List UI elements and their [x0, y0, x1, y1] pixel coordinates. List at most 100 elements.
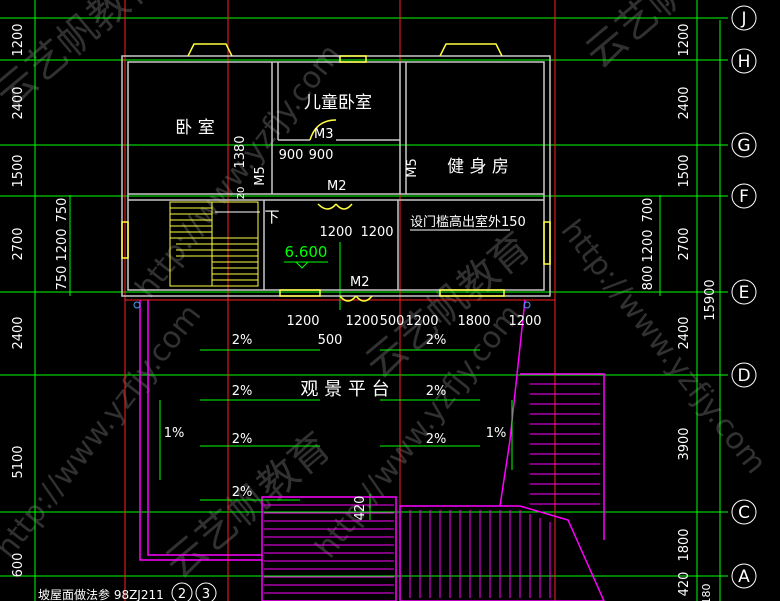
dim-900b: 900 — [309, 148, 334, 163]
terrace-edge-left — [147, 300, 262, 556]
axis-label-J: J — [740, 9, 746, 29]
dim-bottom-6: 1200 — [508, 314, 541, 329]
left-dim-5100: 5100 — [11, 445, 26, 478]
right-dim-700: 700 — [641, 198, 656, 223]
right-dim-1500: 1500 — [677, 154, 692, 187]
room-bedroom: 卧 室 — [175, 118, 214, 138]
right-dim-3900: 3900 — [677, 427, 692, 460]
right-dimensions: 1200 2400 1500 2700 2400 3900 1800 420 1… — [641, 23, 718, 601]
footer-note: 坡屋面做法参 98ZJ211 — [38, 587, 164, 601]
door-m5-right: M5 — [405, 158, 420, 178]
col-axis-labels: 2 3 — [178, 587, 210, 601]
stairs-down-label: 下 — [264, 208, 279, 226]
door-m5-left: M5 — [253, 166, 268, 186]
axis-label-G: G — [737, 136, 750, 156]
left-dim-1200-inner: 1200 — [55, 228, 70, 261]
axis-label-D: D — [737, 366, 750, 386]
axis-bubble-H — [731, 48, 757, 74]
dim-20: 20 — [236, 187, 247, 200]
left-dim-1500: 1500 — [11, 154, 26, 187]
door-swing-m2-lower-b — [355, 295, 373, 302]
left-dim-750b: 750 — [55, 266, 70, 291]
right-dim-2400: 2400 — [677, 86, 692, 119]
roof-block-left — [261, 496, 397, 601]
right-dim-2700: 2700 — [677, 227, 692, 260]
right-dim-2400b: 2400 — [677, 316, 692, 349]
slope-2pct-3: 2% — [232, 384, 253, 399]
dim-bottom-5: 1800 — [457, 314, 490, 329]
door-swing-m2-upper-b — [335, 203, 353, 210]
outer-wall-inner — [127, 61, 545, 291]
axis-bubble-E — [731, 279, 757, 305]
roof — [139, 299, 605, 601]
roof-hatch — [264, 383, 600, 598]
slope-2pct-5: 2% — [232, 432, 253, 447]
walls — [121, 55, 551, 297]
dim-500: 500 — [318, 333, 343, 348]
left-dim-600: 600 — [11, 553, 26, 578]
room-gym: 健 身 房 — [447, 157, 509, 177]
terrace-edge-right — [499, 299, 526, 507]
dim-1200b: 1200 — [360, 225, 393, 240]
elevation-marker — [295, 261, 309, 269]
axis-labels: J H G F E D C A — [737, 9, 750, 587]
axis-label-C: C — [738, 503, 750, 523]
right-dim-total: 15900 — [703, 279, 718, 320]
axis-label-F: F — [739, 187, 749, 207]
drain-right — [523, 301, 531, 309]
slope-2pct-7: 2% — [232, 485, 253, 500]
slope-1pct-left: 1% — [164, 426, 185, 441]
axis-bubble-col-3 — [195, 582, 217, 601]
door-m2-lower: M2 — [350, 275, 370, 290]
axis-bubble-A — [731, 563, 757, 589]
roof-block-right — [520, 373, 605, 540]
right-dim-180: 180 — [700, 584, 713, 601]
door-swing-m2-upper — [317, 203, 337, 210]
windows — [121, 43, 551, 302]
outer-wall — [121, 55, 551, 297]
slope-2pct-1: 2% — [232, 333, 253, 348]
threshold-note: 设门槛高出室外150 — [410, 214, 526, 230]
dim-1200a: 1200 — [319, 225, 352, 240]
bay-window-bedroom — [187, 43, 233, 57]
axis-label-col-2: 2 — [178, 587, 186, 601]
left-dim-2400: 2400 — [11, 86, 26, 119]
elevation-label: 6.600 — [285, 243, 328, 261]
slope-2pct-2: 2% — [426, 333, 447, 348]
roof-block-middle — [399, 505, 605, 601]
slope-2pct-4: 2% — [426, 384, 447, 399]
dim-bottom-4: 1200 — [405, 314, 438, 329]
left-dim-750a: 750 — [55, 198, 70, 223]
bay-window-gym — [439, 43, 503, 57]
slope-labels: 2% 2% 2% 2% 2% 2% 2% 1% 1% — [164, 333, 507, 500]
axis-bubble-J — [731, 5, 757, 31]
axis-bubble-col-2 — [171, 582, 193, 601]
drain-left — [133, 301, 141, 309]
axis-bubble-C — [731, 499, 757, 525]
dim-900a: 900 — [279, 148, 304, 163]
door-swing-m2-lower — [339, 295, 357, 302]
room-child-bedroom: 儿童卧室 — [304, 93, 372, 113]
axis-label-col-3: 3 — [202, 587, 210, 601]
dim-1380: 1380 — [233, 135, 248, 168]
dim-bottom-2: 1200 — [345, 314, 378, 329]
window-stair-left — [121, 221, 129, 259]
dim-bottom-1: 1200 — [286, 314, 319, 329]
window-bottom-2 — [439, 289, 505, 297]
room-terrace: 观 景 平 台 — [300, 379, 389, 400]
slope-2pct-6: 2% — [426, 432, 447, 447]
slope-1pct-right: 1% — [486, 426, 507, 441]
right-dim-1800: 1800 — [677, 528, 692, 561]
door-swing-m3 — [309, 119, 337, 141]
dim-bottom-3: 500 — [380, 314, 405, 329]
left-dim-2700: 2700 — [11, 227, 26, 260]
right-dim-1200-inner: 1200 — [641, 229, 656, 262]
door-m3: M3 — [314, 127, 334, 142]
axis-label-E: E — [739, 283, 750, 303]
door-m2-upper: M2 — [327, 179, 347, 194]
axis-bubble-G — [731, 132, 757, 158]
room-labels: 卧 室 儿童卧室 健 身 房 观 景 平 台 下 — [175, 93, 509, 400]
axis-bubbles — [171, 5, 757, 601]
terrace-edge-left-outer — [139, 300, 262, 561]
